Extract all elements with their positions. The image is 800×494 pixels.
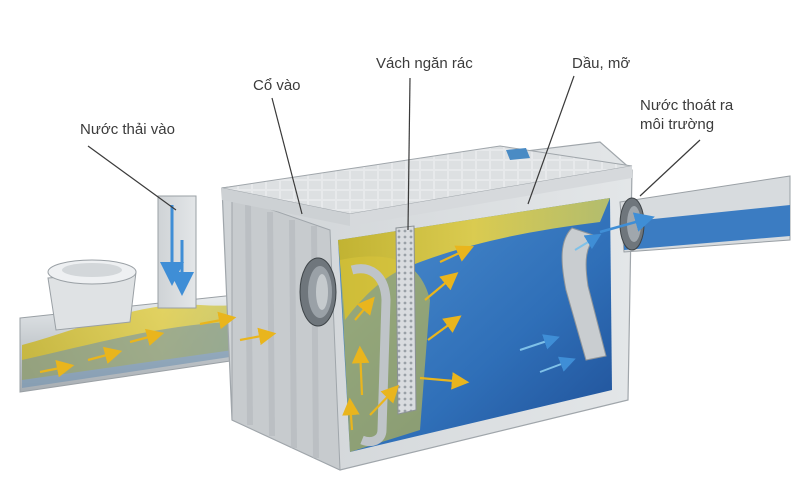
label-inlet-neck: Cổ vào xyxy=(253,77,301,94)
label-trash-baffle: Vách ngăn rác xyxy=(376,55,473,72)
leader-outlet xyxy=(639,139,701,197)
inlet-drop-pipe xyxy=(157,195,197,309)
flow-arrows xyxy=(39,245,474,431)
label-oil-grease: Dầu, mỡ xyxy=(572,55,631,72)
inlet-neck-flange xyxy=(299,257,337,327)
label-inlet-water: Nước thải vào xyxy=(80,121,175,138)
label-outlet-water: Nước thoát ra môi trường xyxy=(640,96,733,134)
water-flow-arrows xyxy=(519,233,602,373)
outlet-pipe xyxy=(599,175,791,253)
leader-inlet-neck xyxy=(271,97,303,215)
cleanout-cap xyxy=(47,259,137,331)
lid-badge-icon xyxy=(506,148,530,160)
trash-baffle xyxy=(395,225,417,415)
tank-lid xyxy=(221,145,633,226)
inlet-baffle xyxy=(350,264,391,447)
leader-inlet-water xyxy=(87,145,177,211)
leader-trash-baffle xyxy=(407,77,411,231)
leader-lines xyxy=(87,75,701,231)
leader-oil xyxy=(527,75,575,205)
label-outlet-line1: Nước thoát ra xyxy=(640,97,734,114)
label-outlet-line2: môi trường xyxy=(640,116,715,133)
